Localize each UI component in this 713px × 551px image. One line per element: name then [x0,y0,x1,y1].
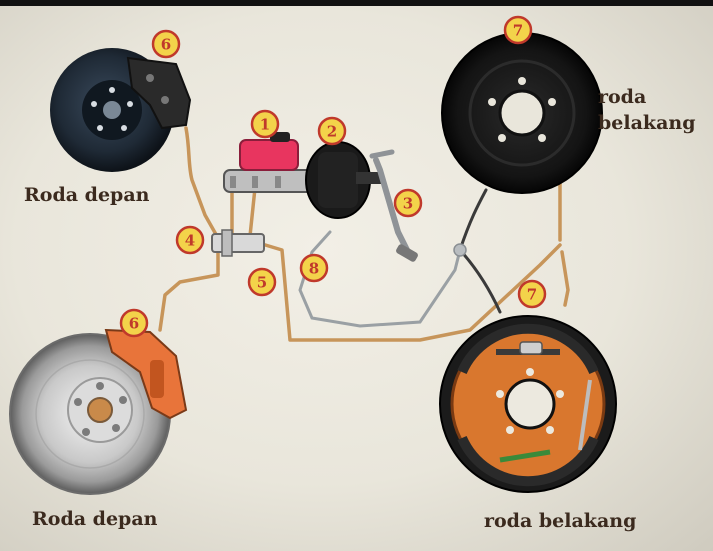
badge-rear-drum-bottom: 7 [517,279,547,309]
svg-text:7: 7 [513,22,523,40]
svg-text:7: 7 [527,286,537,304]
caliper-top [126,56,192,130]
front-disc-top [50,48,192,172]
caliper-bottom [104,328,188,420]
label-rear-wheel-top-line1: roda [598,86,647,108]
line-front-top [184,126,220,240]
svg-text:5: 5 [257,274,267,292]
label-front-wheel-top: Roda depan [24,184,150,206]
front-disc-bottom [9,328,188,495]
svg-text:6: 6 [129,315,139,333]
rear-drum-top [441,32,603,194]
badge-brake-booster: 2 [317,116,347,146]
badge-brake-pedal: 3 [393,188,423,218]
label-rear-wheel-bottom: roda belakang [484,510,637,532]
brake-pedal [369,149,418,262]
badge-proportioning-valve: 4 [175,225,205,255]
badge-rear-drum-top: 7 [503,15,533,45]
svg-text:2: 2 [327,123,337,141]
line-master-to-valve-b [248,186,257,238]
proportioning-valve [211,229,265,257]
svg-text:1: 1 [260,116,270,134]
svg-text:6: 6 [161,36,171,54]
badge-parking-cable: 8 [299,253,329,283]
line-to-rear [260,242,562,342]
brake-booster [305,141,382,219]
master-cylinder [223,132,315,193]
svg-text:3: 3 [403,195,413,213]
label-rear-wheel-top-line2: belakang [598,112,696,134]
badge-front-caliper-bottom: 6 [119,308,149,338]
rear-drum-bottom [439,315,617,493]
svg-text:8: 8 [309,260,319,278]
line-rear-bottom [560,250,570,307]
badge-brake-line: 5 [247,267,277,297]
line-front-bottom [158,248,220,332]
badge-master-cylinder: 1 [250,109,280,139]
svg-text:4: 4 [185,232,195,250]
label-front-wheel-bottom: Roda depan [32,508,158,530]
badge-front-caliper-top: 6 [151,29,181,59]
